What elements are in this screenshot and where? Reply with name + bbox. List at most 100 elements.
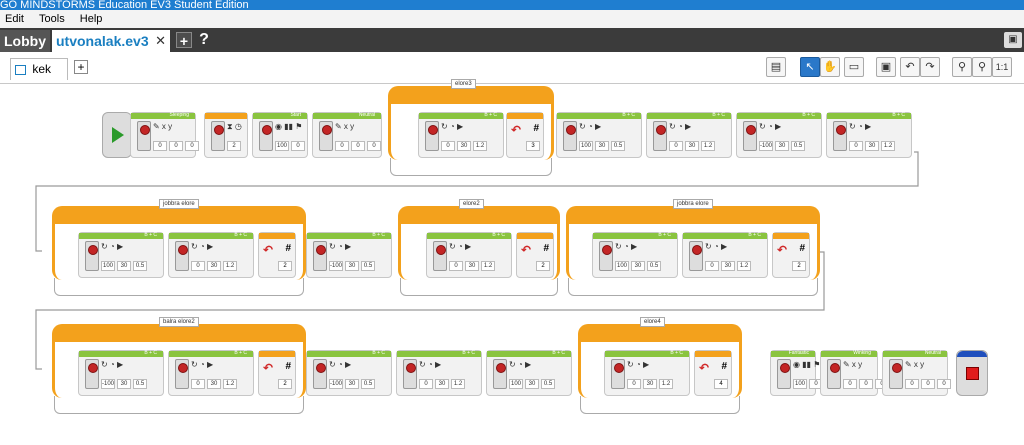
zoom-reset-button[interactable]: 1:1 [992,57,1012,77]
block-port-label[interactable]: B + C [492,232,505,238]
param-value[interactable]: -100 [101,379,116,389]
menu-edit[interactable]: Edit [5,13,24,25]
loop-mode-icon[interactable]: ↶ [777,243,788,257]
loop-end-block[interactable]: ↶#3 [506,112,544,158]
zoom-in-icon[interactable]: ⚲ [972,57,992,77]
loop-mode-icon[interactable]: ↶ [263,361,274,375]
param-value[interactable]: 30 [775,141,790,151]
loop-end-block[interactable]: ↶#4 [694,350,732,396]
mode-selector[interactable] [827,359,841,389]
block-port-label[interactable]: Sleeping [169,112,189,118]
add-project-button[interactable]: + [176,32,192,49]
param-value[interactable]: 0 [669,141,683,151]
loop-end-block[interactable]: ↶#2 [772,232,810,278]
block-port-label[interactable]: B + C [144,232,157,238]
loop-name-label[interactable]: jobbra elore [159,199,199,209]
param-value[interactable]: 0 [367,141,381,151]
param-value[interactable]: 0.5 [361,261,376,271]
param-value[interactable]: 30 [345,261,360,271]
param-value[interactable]: 0.5 [647,261,661,271]
block-port-label[interactable]: B + C [712,112,725,118]
param-value[interactable]: 30 [631,261,645,271]
param-value[interactable]: 1.2 [473,141,487,151]
param-value[interactable]: 30 [345,379,360,389]
loop-block[interactable] [566,206,820,280]
param-value[interactable]: 0.5 [541,379,555,389]
mode-selector[interactable] [85,359,99,389]
param-value[interactable]: 0 [937,379,951,389]
loop-block[interactable] [52,206,306,280]
loop-count-value[interactable]: 2 [536,261,550,271]
block-port-label[interactable]: B + C [234,350,247,356]
param-value[interactable]: 100 [579,141,593,151]
tab-project[interactable]: utvonalak.ev3 ✕ [52,30,170,52]
mode-selector[interactable] [211,121,225,151]
loop-name-label[interactable]: elore2 [459,199,484,209]
loop-end-block[interactable]: ↶#2 [516,232,554,278]
loop-name-label[interactable]: elore4 [640,317,665,327]
loop-block[interactable] [398,206,560,280]
block-port-label[interactable]: B + C [748,232,761,238]
comment-icon[interactable]: ▭ [844,57,864,77]
mode-selector[interactable] [777,359,791,389]
mode-selector[interactable] [689,241,703,271]
param-value[interactable]: 0 [335,141,349,151]
param-value[interactable]: 0 [169,141,183,151]
param-value[interactable]: 1.2 [737,261,751,271]
param-value[interactable]: 1.2 [451,379,465,389]
redo-icon[interactable]: ↷ [920,57,940,77]
loop-count-value[interactable]: 4 [714,379,728,389]
param-value[interactable]: 1.2 [701,141,715,151]
mode-selector[interactable] [833,121,847,151]
param-value[interactable]: 0.5 [611,141,625,151]
mode-selector[interactable] [889,359,903,389]
param-value[interactable]: 0 [153,141,167,151]
param-value[interactable]: 100 [793,379,807,389]
select-tool-icon[interactable]: ↖ [800,57,820,77]
close-icon[interactable]: ✕ [155,33,166,48]
loop-end-block[interactable]: ↶#2 [258,350,296,396]
param-value[interactable]: 30 [525,379,539,389]
mode-selector[interactable] [313,241,327,271]
mode-selector[interactable] [743,121,757,151]
param-value[interactable]: 30 [117,379,132,389]
mode-selector[interactable] [653,121,667,151]
loop-block[interactable] [578,324,742,398]
param-value[interactable]: 0 [843,379,857,389]
block-port-label[interactable]: Winking [853,350,871,356]
loop-mode-icon[interactable]: ↶ [511,123,522,137]
mode-selector[interactable] [493,359,507,389]
block-port-label[interactable]: B + C [658,232,671,238]
param-value[interactable]: 0.5 [133,261,147,271]
param-value[interactable]: 0 [859,379,873,389]
param-value[interactable]: 0 [191,261,205,271]
param-value[interactable]: 1.2 [659,379,673,389]
mode-selector[interactable] [313,359,327,389]
block-port-label[interactable]: B + C [372,232,385,238]
loop-mode-icon[interactable]: ↶ [263,243,274,257]
param-value[interactable]: 0.5 [133,379,148,389]
help-button[interactable]: ? [199,31,209,48]
mode-selector[interactable] [175,359,189,389]
block-port-label[interactable]: B + C [670,350,683,356]
param-value[interactable]: -100 [759,141,774,151]
block-port-label[interactable]: B + C [234,232,247,238]
param-value[interactable]: 0 [419,379,433,389]
mode-selector[interactable] [563,121,577,151]
hardware-page-icon[interactable]: ▣ [1004,32,1022,48]
block-port-label[interactable]: B + C [802,112,815,118]
loop-name-label[interactable]: jobbra elore [673,199,713,209]
param-value[interactable]: 0 [449,261,463,271]
mode-selector[interactable] [175,241,189,271]
tab-program-kek[interactable]: kek ✕ [10,58,68,96]
start-block[interactable] [102,112,132,158]
block-port-label[interactable]: Neutral [358,112,375,118]
mode-selector[interactable] [137,121,151,151]
